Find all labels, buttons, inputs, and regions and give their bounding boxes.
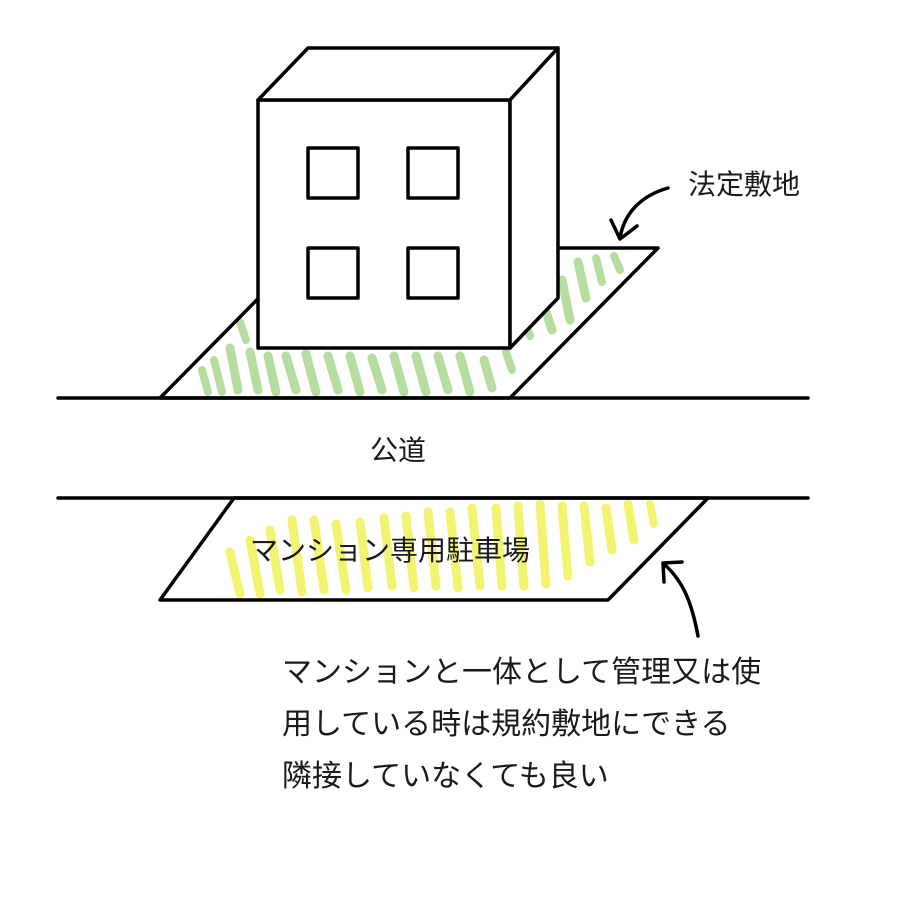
hatch-stroke: [502, 348, 516, 374]
hatch-stroke: [423, 507, 441, 591]
hatch-stroke: [301, 349, 321, 397]
hatch-stroke: [355, 517, 373, 593]
building-window: [406, 146, 460, 200]
note-line-1: マンションと一体として管理又は使: [282, 655, 761, 690]
hatch-stroke: [225, 547, 245, 599]
hatch-stroke: [367, 353, 387, 395]
hatch-stroke: [210, 356, 226, 396]
hatch-stroke: [236, 318, 250, 344]
note-line-2: 用している時は規約敷地にできる: [282, 707, 731, 742]
parking-label: マンション専用駐車場: [250, 534, 530, 567]
hatch-stroke: [610, 252, 624, 274]
hatch-stroke: [557, 275, 575, 325]
hatch-stroke: [433, 351, 453, 395]
hatch-stroke: [225, 343, 243, 395]
hatch-stroke: [263, 351, 281, 397]
parking-arrow: [662, 562, 700, 638]
hatch-stroke: [646, 500, 658, 528]
legal-site-label: 法定敷地: [688, 168, 800, 201]
building-side-face: [508, 46, 560, 350]
hatch-stroke: [345, 351, 365, 397]
hatch-stroke: [309, 515, 329, 595]
hatch-stroke: [535, 499, 551, 589]
hatch-stroke: [411, 351, 431, 397]
public-road-label: 公道: [370, 434, 426, 467]
hatch-stroke: [467, 503, 485, 591]
hatch-stroke: [445, 507, 463, 593]
parking-lot-hatch: [225, 499, 658, 599]
building-front-face: [256, 98, 512, 350]
hatch-stroke: [323, 351, 343, 395]
hatch-stroke: [513, 501, 529, 591]
hatch-stroke: [623, 499, 639, 545]
hatch-stroke: [579, 501, 595, 567]
building-window: [306, 146, 360, 200]
apartment-building: [256, 46, 560, 350]
hatch-stroke: [198, 366, 212, 396]
hatch-stroke: [573, 257, 591, 303]
hatch-stroke: [389, 351, 409, 397]
hatch-stroke: [601, 503, 617, 555]
hatch-stroke: [331, 519, 351, 595]
legal-site-arrow: [618, 186, 670, 240]
hatch-stroke: [491, 503, 507, 591]
hatch-stroke: [287, 515, 307, 597]
building-window: [306, 246, 360, 300]
hatch-stroke: [592, 254, 606, 286]
hatch-stroke: [455, 351, 475, 397]
hatch-stroke: [281, 351, 301, 395]
hatch-stroke: [245, 535, 265, 599]
hatch-stroke: [265, 525, 285, 595]
hatch-stroke: [245, 347, 263, 395]
parking-arrowhead: [661, 560, 684, 584]
note-line-3: 隣接していなくても良い: [282, 759, 609, 794]
building-top-face: [256, 46, 560, 102]
legal-site-arrowhead: [609, 218, 639, 241]
hatch-stroke: [479, 355, 497, 393]
hatch-stroke: [401, 511, 419, 593]
hatch-stroke: [379, 513, 397, 591]
hatch-stroke: [557, 501, 573, 581]
building-window: [406, 246, 460, 300]
